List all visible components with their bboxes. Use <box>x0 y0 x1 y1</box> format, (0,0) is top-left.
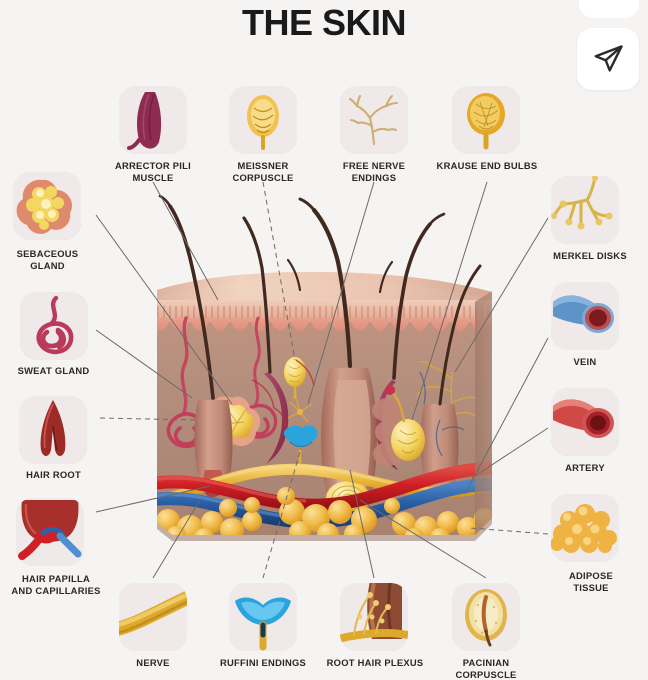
sweat-gland-icon <box>20 292 88 360</box>
send-paper-plane-icon <box>594 45 623 72</box>
meissner-corpuscle-structure <box>284 357 306 399</box>
krause-end-bulb-structure <box>385 385 425 461</box>
arrector-pili-left <box>264 372 289 464</box>
hair-papilla-icon <box>16 498 84 566</box>
label-hair-root: HAIR ROOT <box>26 469 81 480</box>
page-title: THE SKIN <box>241 2 407 43</box>
label-ruffini-endings: RUFFINI ENDINGS <box>219 657 307 668</box>
thumb-artery[interactable] <box>551 388 619 456</box>
label-adipose-tissue: ADIPOSE TISSUE <box>569 570 613 593</box>
thumb-pacinian-corpuscle[interactable] <box>452 583 520 651</box>
krause-end-bulbs-icon <box>452 86 520 154</box>
hair-root-icon <box>19 396 87 464</box>
thumb-hair-root[interactable] <box>19 396 87 464</box>
label-meissner-corpuscle: MEISSNER CORPUSCLE <box>232 160 294 183</box>
pacinian-corpuscle-icon <box>452 583 520 651</box>
arrector-pili-muscle-icon <box>119 86 187 154</box>
label-pacinian-corpuscle: PACINIAN CORPUSCLE <box>455 657 517 680</box>
label-arrector-pili-muscle: ARRECTOR PILI MUSCLE <box>115 160 191 183</box>
label-root-hair-plexus: ROOT HAIR PLEXUS <box>326 657 424 668</box>
label-nerve: NERVE <box>136 657 170 668</box>
meissner-corpuscle-icon <box>229 86 297 154</box>
label-krause-end-bulbs: KRAUSE END BULBS <box>436 160 538 171</box>
ruffini-endings-icon <box>229 583 297 651</box>
thumb-meissner-corpuscle[interactable] <box>229 86 297 154</box>
thumb-free-nerve-endings[interactable] <box>340 86 408 154</box>
thumb-krause-end-bulbs[interactable] <box>452 86 520 154</box>
label-artery: ARTERY <box>565 462 605 473</box>
merkel-disks-icon <box>551 176 619 244</box>
label-vein: VEIN <box>573 356 597 367</box>
free-nerve-ending-structure <box>287 397 313 423</box>
free-nerve-endings-icon <box>340 86 408 154</box>
thumb-ruffini-endings[interactable] <box>229 583 297 651</box>
artery-icon <box>551 388 619 456</box>
vein-icon <box>551 282 619 350</box>
thumb-vein[interactable] <box>551 282 619 350</box>
top-rounded-chip <box>579 0 639 18</box>
label-merkel-disks: MERKEL DISKS <box>553 250 627 261</box>
adipose-tissue-icon <box>551 494 619 562</box>
root-hair-plexus-icon <box>340 583 408 651</box>
label-sebaceous-gland: SEBACEOUS GLAND <box>16 248 79 271</box>
thumb-hair-papilla-and-capillaries[interactable] <box>16 498 84 566</box>
nerve-icon <box>119 583 187 651</box>
label-sweat-gland: SWEAT GLAND <box>17 365 90 376</box>
label-hair-papilla-and-capillaries: HAIR PAPILLA AND CAPILLARIES <box>11 573 101 596</box>
thumb-arrector-pili-muscle[interactable] <box>119 86 187 154</box>
thumb-merkel-disks[interactable] <box>551 176 619 244</box>
thumb-sebaceous-gland[interactable] <box>13 172 81 240</box>
thumb-root-hair-plexus[interactable] <box>340 583 408 651</box>
thumb-nerve[interactable] <box>119 583 187 651</box>
send-button[interactable] <box>577 28 639 90</box>
thumb-sweat-gland[interactable] <box>20 292 88 360</box>
sebaceous-gland-icon <box>13 172 81 240</box>
thumb-adipose-tissue[interactable] <box>551 494 619 562</box>
label-free-nerve-endings: FREE NERVE ENDINGS <box>342 160 406 183</box>
